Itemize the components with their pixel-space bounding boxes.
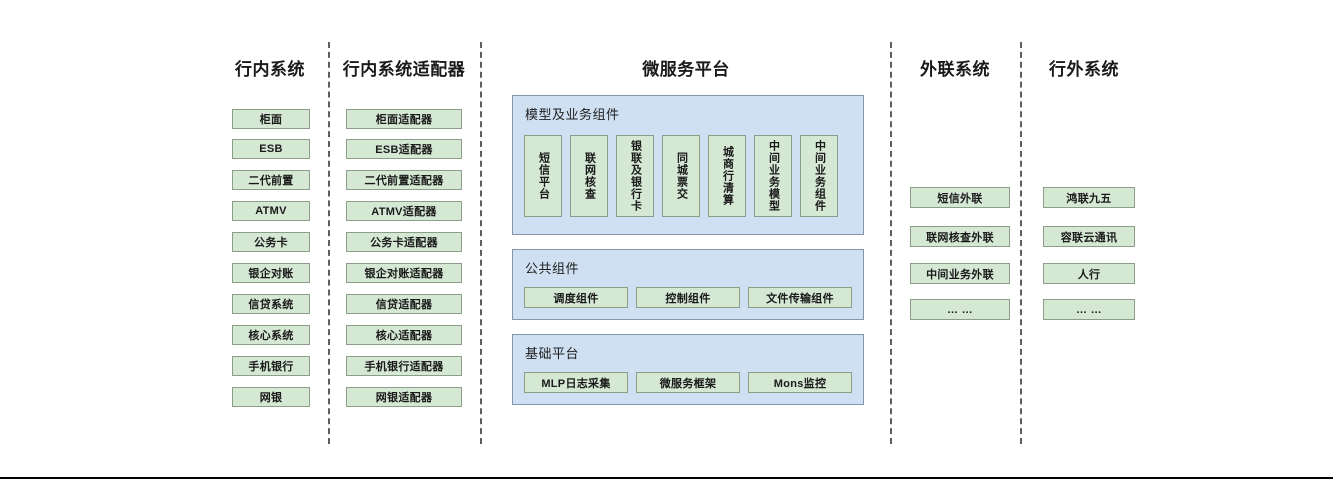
vertical-item[interactable]: 银联及银行卡: [616, 135, 654, 217]
panel-title: 基础平台: [525, 346, 580, 361]
list-item[interactable]: 信贷系统: [232, 294, 310, 314]
column-divider-2: [480, 42, 482, 444]
list-item[interactable]: ATMV: [232, 201, 310, 221]
list-item[interactable]: 柜面: [232, 109, 310, 129]
column-divider-1: [328, 42, 330, 444]
list-item[interactable]: 微服务框架: [636, 372, 740, 393]
list-item[interactable]: 调度组件: [524, 287, 628, 308]
list-item[interactable]: 银企对账适配器: [346, 263, 462, 283]
list-item[interactable]: 柜面适配器: [346, 109, 462, 129]
list-item[interactable]: … …: [1043, 299, 1135, 320]
vertical-item-label: 短信平台: [537, 152, 550, 200]
list-item[interactable]: 核心适配器: [346, 325, 462, 345]
list-item[interactable]: 手机银行: [232, 356, 310, 376]
list-item[interactable]: 联网核查外联: [910, 226, 1010, 247]
list-item[interactable]: 短信外联: [910, 187, 1010, 208]
vertical-item-label: 城商行清算: [721, 146, 734, 206]
vertical-item[interactable]: 联网核查: [570, 135, 608, 217]
panel-public-components: 公共组件: [512, 249, 864, 320]
vertical-item[interactable]: 中间业务模型: [754, 135, 792, 217]
list-item[interactable]: … …: [910, 299, 1010, 320]
list-item[interactable]: ESB适配器: [346, 139, 462, 159]
panel-title: 公共组件: [525, 261, 580, 276]
list-item[interactable]: 二代前置适配器: [346, 170, 462, 190]
list-item[interactable]: 文件传输组件: [748, 287, 852, 308]
vertical-item-label: 联网核查: [583, 152, 596, 200]
list-item[interactable]: 银企对账: [232, 263, 310, 283]
list-item[interactable]: 容联云通讯: [1043, 226, 1135, 247]
column-divider-3: [890, 42, 892, 444]
list-item[interactable]: 信贷适配器: [346, 294, 462, 314]
list-item[interactable]: MLP日志采集: [524, 372, 628, 393]
panel-title: 模型及业务组件: [525, 107, 620, 122]
list-item[interactable]: 人行: [1043, 263, 1135, 284]
column-header-external-link-systems: 外联系统: [920, 60, 990, 79]
column-header-in-bank-adapters: 行内系统适配器: [342, 60, 466, 79]
vertical-item[interactable]: 同城票交: [662, 135, 700, 217]
bottom-divider: [0, 477, 1333, 479]
list-item[interactable]: 二代前置: [232, 170, 310, 190]
list-item[interactable]: 中间业务外联: [910, 263, 1010, 284]
vertical-item[interactable]: 城商行清算: [708, 135, 746, 217]
vertical-item[interactable]: 短信平台: [524, 135, 562, 217]
vertical-item-label: 银联及银行卡: [629, 140, 642, 212]
list-item[interactable]: 网银适配器: [346, 387, 462, 407]
list-item[interactable]: 网银: [232, 387, 310, 407]
list-item[interactable]: 公务卡: [232, 232, 310, 252]
column-header-out-bank-systems: 行外系统: [1049, 60, 1119, 79]
list-item[interactable]: 核心系统: [232, 325, 310, 345]
vertical-item-label: 中间业务组件: [813, 140, 826, 212]
list-item[interactable]: ATMV适配器: [346, 201, 462, 221]
list-item[interactable]: 公务卡适配器: [346, 232, 462, 252]
vertical-item-label: 同城票交: [675, 152, 688, 200]
vertical-item-label: 中间业务模型: [767, 140, 780, 212]
vertical-item[interactable]: 中间业务组件: [800, 135, 838, 217]
column-header-microservice-platform: 微服务平台: [642, 60, 730, 79]
list-item[interactable]: Mons监控: [748, 372, 852, 393]
list-item[interactable]: 鸿联九五: [1043, 187, 1135, 208]
list-item[interactable]: 控制组件: [636, 287, 740, 308]
list-item[interactable]: ESB: [232, 139, 310, 159]
list-item[interactable]: 手机银行适配器: [346, 356, 462, 376]
column-divider-4: [1020, 42, 1022, 444]
column-header-in-bank-systems: 行内系统: [235, 60, 305, 79]
panel-base-platform: 基础平台: [512, 334, 864, 405]
